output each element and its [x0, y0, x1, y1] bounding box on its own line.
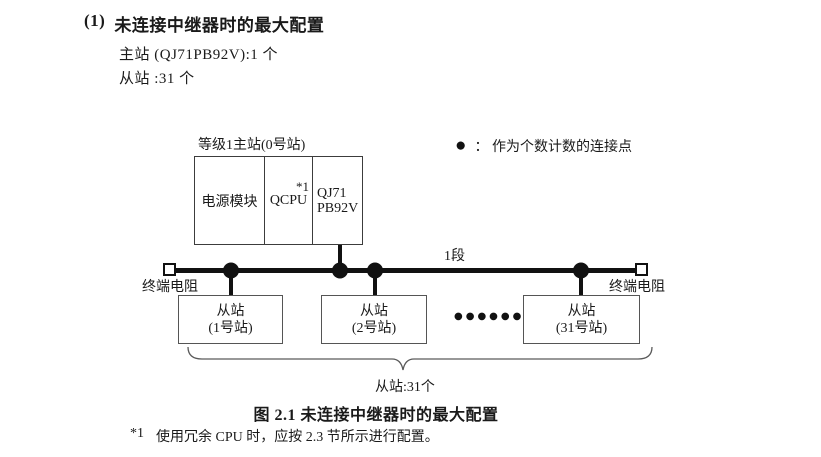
pb92v-module-label: QJ71 PB92V — [317, 186, 358, 216]
right-terminator-square — [635, 263, 648, 276]
qcpu-label: QCPU — [269, 192, 308, 208]
connection-dot-master — [332, 262, 348, 279]
section-number: (1) — [84, 11, 106, 30]
section-title: 未连接中继器时的最大配置 — [114, 16, 325, 35]
left-terminator-label: 终端电阻 — [142, 280, 198, 295]
master-station-box: 电源模块 *1 QCPU QJ71 PB92V — [194, 156, 363, 245]
footnote-text: 使用冗余 CPU 时，应按 2.3 节所示进行配置。 — [156, 430, 439, 445]
segment-label: 1段 — [444, 249, 465, 264]
pb92v-line2: PB92V — [317, 200, 359, 216]
slave-station-2-box: 从站 (2号站) — [321, 295, 427, 344]
left-terminator-square — [163, 263, 176, 276]
slave31-number: (31号站) — [555, 320, 608, 336]
slave-station-31-box: 从站 (31号站) — [523, 295, 640, 344]
pb92v-module-cell: QJ71 PB92V — [313, 157, 362, 244]
connection-dot-slave2 — [367, 262, 383, 279]
power-module-cell: 电源模块 — [195, 157, 265, 244]
slave31-type: 从站 — [567, 303, 596, 319]
master-count-line: 主站 (QJ71PB92V):1 个 — [119, 47, 279, 63]
slave1-number: (1号站) — [208, 320, 253, 336]
omitted-slaves-ellipsis: ●●●●●● — [454, 311, 525, 322]
legend-text: ： 作为个数计数的连接点 — [474, 140, 632, 155]
connection-dot-slave31 — [573, 262, 589, 279]
slave2-type: 从站 — [360, 303, 388, 319]
slaves-underbrace — [187, 346, 653, 371]
section-heading: (1) 未连接中继器时的最大配置 — [84, 11, 324, 36]
master-station-label: 等级1主站(0号站) — [198, 138, 306, 153]
footnote: *1 使用冗余 CPU 时，应按 2.3 节所示进行配置。 — [130, 426, 439, 446]
footnote-ref-marker: *1 — [296, 179, 309, 194]
right-terminator-label: 终端电阻 — [609, 280, 665, 295]
slave-count-line: 从站 :31 个 — [119, 71, 195, 87]
footnote-marker: *1 — [130, 426, 144, 441]
pb92v-line1: QJ71 — [317, 185, 347, 201]
slave-total-label: 从站:31个 — [375, 380, 435, 395]
slave2-number: (2号站) — [351, 320, 397, 336]
figure-caption: 图 2.1 未连接中继器时的最大配置 — [253, 407, 499, 424]
connection-dot-slave1 — [223, 262, 239, 279]
qcpu-cell: *1 QCPU — [265, 157, 313, 244]
slave1-type: 从站 — [216, 303, 245, 319]
slave-station-1-box: 从站 (1号站) — [178, 295, 283, 344]
legend: ● ： 作为个数计数的连接点 — [455, 136, 632, 156]
power-module-label: 电源模块 — [201, 194, 258, 210]
connection-dot-icon: ● — [455, 135, 467, 156]
